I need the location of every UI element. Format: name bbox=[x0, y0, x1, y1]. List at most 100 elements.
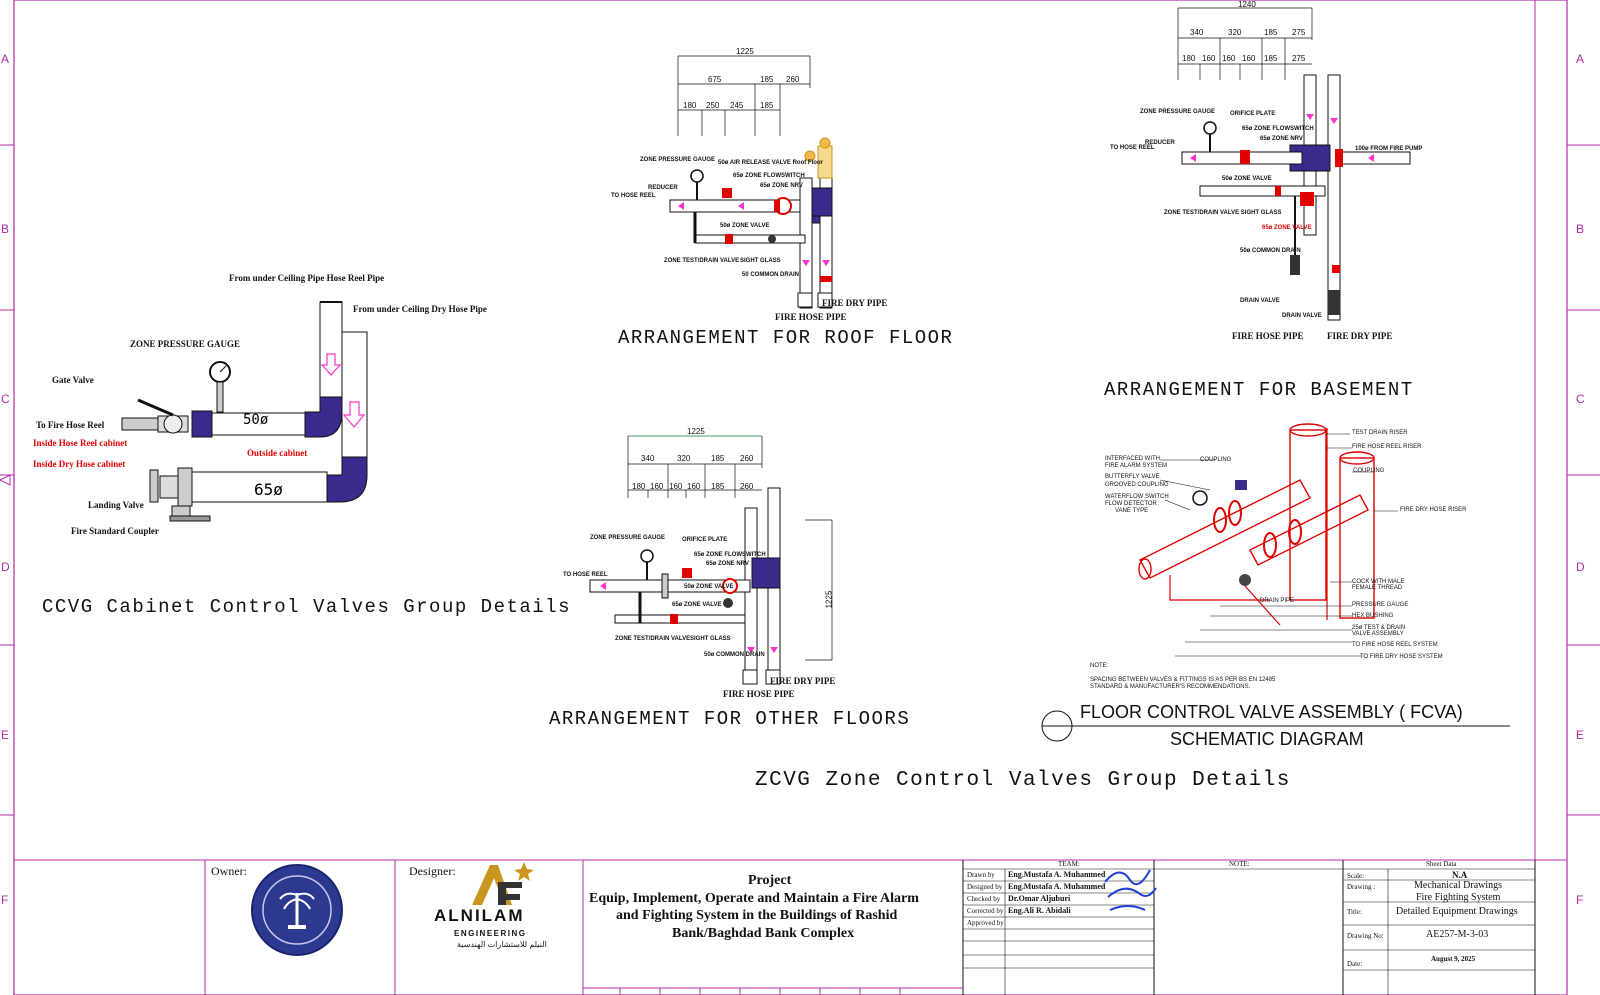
owner-label: Owner: bbox=[211, 864, 247, 878]
roof-drawing bbox=[669, 55, 833, 309]
fcva-label-test-drain-riser: TEST DRAIN RISER bbox=[1352, 430, 1408, 436]
company-name: ALNILAM bbox=[434, 906, 525, 925]
roof-label-zone-valve: 50ø ZONE VALVE bbox=[720, 223, 770, 229]
project-heading: Project bbox=[748, 873, 792, 888]
basement-dim: 275 bbox=[1292, 54, 1306, 63]
other-floors-title: ARRANGEMENT FOR OTHER FLOORS bbox=[549, 708, 911, 730]
roof-label-fire-dry: FIRE DRY PIPE bbox=[822, 298, 888, 308]
signature-mark bbox=[1104, 869, 1157, 911]
grid-letter-left: D bbox=[1, 560, 10, 574]
ccvg-label-outside: Outside cabinet bbox=[247, 448, 308, 458]
basement-label-zone-valve: 50ø ZONE VALVE bbox=[1222, 176, 1272, 182]
roof-label-sight: SIGHT GLASS bbox=[740, 258, 781, 264]
other-dim: 260 bbox=[740, 454, 754, 463]
other-dim: 160 bbox=[650, 482, 664, 491]
other-floors-drawing bbox=[589, 435, 833, 685]
other-label-nrv: 65ø ZONE NRV bbox=[706, 561, 749, 567]
grid-letter-left: F bbox=[1, 893, 9, 907]
fcva-label-vane: VANE TYPE bbox=[1115, 508, 1149, 514]
other-label-zone-valve2: 65ø ZONE VALVE bbox=[672, 602, 722, 608]
alnilam-logo bbox=[472, 862, 534, 905]
fcva-label-to-hose-system: TO FIRE HOSE REEL SYSTEM bbox=[1352, 642, 1438, 648]
ccvg-label-inside-dry: Inside Dry Hose cabinet bbox=[33, 459, 126, 469]
company-sub: ENGINEERING bbox=[454, 929, 527, 938]
other-dim-side: 1225 bbox=[824, 590, 834, 609]
other-dim: 260 bbox=[740, 482, 754, 491]
basement-dim: 185 bbox=[1264, 54, 1278, 63]
fcva-title: FLOOR CONTROL VALVE ASSEMBLY ( FCVA) bbox=[1080, 702, 1463, 722]
team-name: Eng.Ali R. Abidali bbox=[1008, 906, 1071, 915]
basement-dim: 340 bbox=[1190, 28, 1204, 37]
team-name: Dr.Omar Aljuburi bbox=[1008, 894, 1071, 903]
other-dim: 160 bbox=[669, 482, 683, 491]
basement-label-to-hose: TO HOSE REEL bbox=[1110, 145, 1155, 151]
roof-label-air: 50ø AIR RELEASE VALVE Roof Floor bbox=[718, 160, 823, 166]
ccvg-label-zone-gauge: ZONE PRESSURE GAUGE bbox=[130, 339, 241, 349]
fcva-note-heading: NOTE: bbox=[1090, 663, 1109, 669]
fcva-label-interfaced2: FIRE ALARM SYSTEM bbox=[1105, 463, 1168, 469]
fcva-label-waterflow: WATERFLOW SWITCH bbox=[1105, 494, 1169, 500]
fcva-label-fire-dry-riser: FIRE DRY HOSE RISER bbox=[1400, 507, 1467, 513]
fcva-label-test-drain-valve: 25ø TEST & DRAIN bbox=[1352, 625, 1406, 631]
fcva-note-text: STANDARD & MANUFACTURER'S RECOMMENDATION… bbox=[1090, 684, 1251, 690]
ccvg-label-ceiling-dry: From under Ceiling Dry Hose Pipe bbox=[353, 304, 487, 314]
project-line: Equip, Implement, Operate and Maintain a… bbox=[589, 891, 919, 906]
basement-dim: 160 bbox=[1222, 54, 1236, 63]
team-role: Drawn by bbox=[967, 871, 995, 879]
other-dim-total: 1225 bbox=[687, 427, 705, 436]
grid-letter-right: E bbox=[1576, 728, 1585, 742]
project-line: Bank/Baghdad Bank Complex bbox=[672, 926, 855, 941]
ccvg-label-ceiling-hose: From under Ceiling Pipe Hose Reel Pipe bbox=[229, 273, 385, 283]
basement-label-from-pump: 100ø FROM FIRE PUMP bbox=[1355, 146, 1423, 152]
sheet-heading: Sheet Data bbox=[1426, 860, 1457, 868]
roof-label-to-hose: TO HOSE REEL bbox=[611, 193, 656, 199]
ccvg-label-inside-hose: Inside Hose Reel cabinet bbox=[33, 438, 128, 448]
fcva-label-to-dry-system: TO FIRE DRY HOSE SYSTEM bbox=[1360, 654, 1443, 660]
ccvg-drawing bbox=[121, 301, 368, 522]
grid-letter-right: F bbox=[1576, 893, 1584, 907]
team-role: Designed by bbox=[967, 883, 1003, 891]
fcva-label-coupling2: COUPLING bbox=[1353, 468, 1385, 474]
other-label-fire-hose: FIRE HOSE PIPE bbox=[723, 689, 795, 699]
grid-letter-left: E bbox=[1, 728, 10, 742]
grid-letter-left: C bbox=[1, 392, 10, 406]
fcva-subtitle: SCHEMATIC DIAGRAM bbox=[1170, 729, 1364, 749]
other-dim: 160 bbox=[687, 482, 701, 491]
basement-label-orifice: ORIFICE PLATE bbox=[1230, 111, 1276, 117]
basement-dim: 160 bbox=[1242, 54, 1256, 63]
basement-label-nrv: 65ø ZONE NRV bbox=[1260, 136, 1303, 142]
fcva-label-test-drain-valve2: VALVE ASSEMBLY bbox=[1352, 631, 1404, 637]
roof-title: ARRANGEMENT FOR ROOF FLOOR bbox=[618, 327, 954, 349]
other-label-zone-valve: 50ø ZONE VALVE bbox=[684, 584, 734, 590]
basement-label-drain2: DRAIN VALVE bbox=[1282, 313, 1322, 319]
grid-letter-right: B bbox=[1576, 222, 1585, 236]
grid-letter-left: B bbox=[1, 222, 10, 236]
fcva-note-text: SPACING BETWEEN VALVES & FITTINGS IS AS … bbox=[1090, 677, 1276, 683]
basement-label-fire-dry: FIRE DRY PIPE bbox=[1327, 331, 1393, 341]
team-name: Eng.Mustafa A. Muhammed bbox=[1008, 882, 1106, 891]
basement-dim: 185 bbox=[1264, 28, 1278, 37]
other-label-to-hose: TO HOSE REEL bbox=[563, 572, 608, 578]
roof-label-test-drain: ZONE TEST/DRAIN VALVE bbox=[664, 258, 740, 264]
basement-label-drain1: DRAIN VALVE bbox=[1240, 298, 1280, 304]
scale-value: N.A bbox=[1452, 870, 1468, 880]
fcva-label-drain-pipe: DRAIN PIPE bbox=[1260, 598, 1295, 604]
fcva-drawing bbox=[1138, 423, 1398, 657]
roof-dim: 250 bbox=[706, 101, 720, 110]
other-dim: 180 bbox=[632, 482, 646, 491]
team-name: Eng.Mustafa A. Muhammed bbox=[1008, 870, 1106, 879]
grid-letter-right: D bbox=[1576, 560, 1585, 574]
project-line: and Fighting System in the Buildings of … bbox=[616, 908, 898, 923]
basement-dim-total: 1240 bbox=[1238, 0, 1256, 9]
fcva-label-grooved: GROOVED COUPLING bbox=[1105, 482, 1169, 488]
other-label-flow: 65ø ZONE FLOWSWITCH bbox=[694, 552, 766, 558]
other-label-test-drain: ZONE TEST/DRAIN VALVE bbox=[615, 636, 691, 642]
ccvg-pipe-65-label: 65ø bbox=[254, 480, 283, 499]
other-dim: 340 bbox=[641, 454, 655, 463]
basement-drawing bbox=[1177, 7, 1411, 321]
fcva-label-coupling1: COUPLING bbox=[1200, 457, 1232, 463]
roof-dim: 245 bbox=[730, 101, 744, 110]
team-role: Checked by bbox=[967, 895, 1001, 903]
basement-dim: 160 bbox=[1202, 54, 1216, 63]
